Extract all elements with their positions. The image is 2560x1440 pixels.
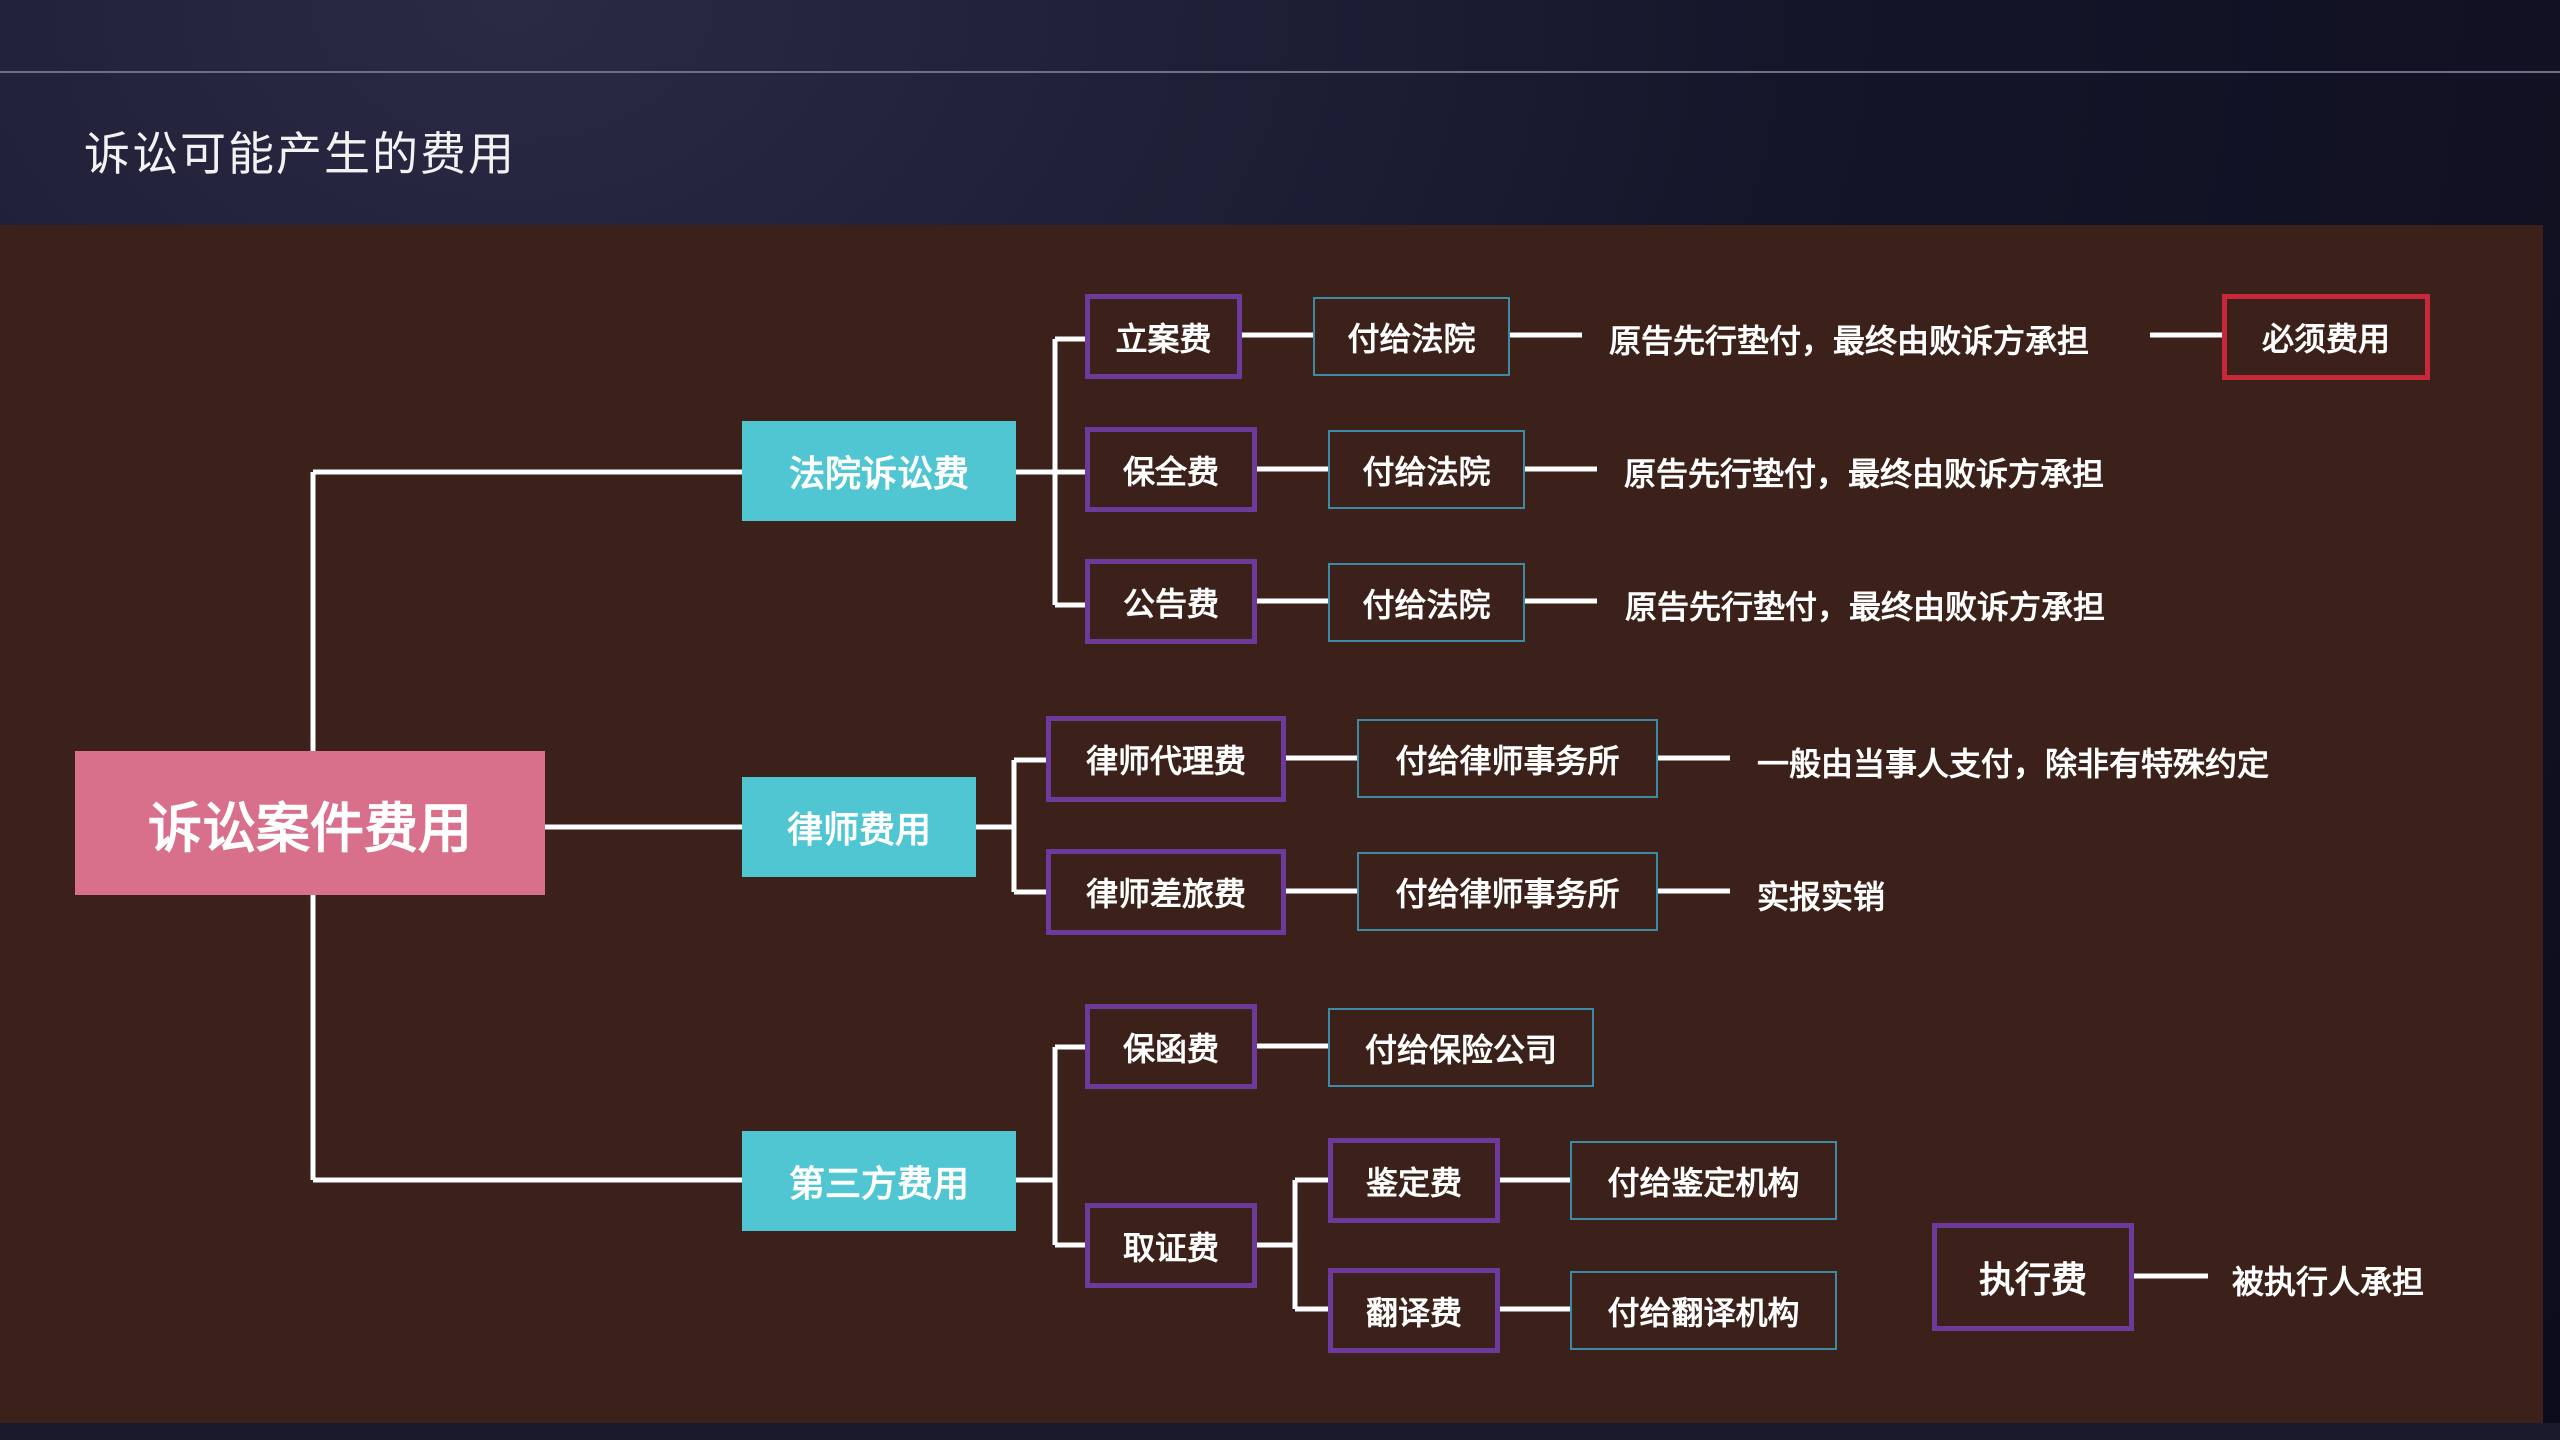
category-court-fees: 法院诉讼费 [742, 421, 1016, 521]
root-node: 诉讼案件费用 [75, 751, 545, 895]
connector-third-bracket [1016, 1044, 1085, 1248]
category-lawyer-fees: 律师费用 [742, 777, 976, 877]
note-execution: 被执行人承担 [2232, 1263, 2425, 1301]
note-announcement: 原告先行垫付，最终由败诉方承担 [1625, 588, 2106, 626]
payee-law-firm-agency: 付给律师事务所 [1357, 719, 1658, 798]
fee-preservation: 保全费 [1085, 427, 1257, 512]
payee-law-firm-travel: 付给律师事务所 [1357, 852, 1658, 931]
page-title: 诉讼可能产生的费用 [84, 127, 516, 181]
payee-translation-agency: 付给翻译机构 [1570, 1271, 1837, 1350]
note-lawyer-agency: 一般由当事人支付，除非有特殊约定 [1757, 745, 2270, 783]
payee-court-filing: 付给法院 [1313, 297, 1510, 376]
fee-lawyer-travel: 律师差旅费 [1046, 849, 1286, 935]
fee-lawyer-agency: 律师代理费 [1046, 716, 1286, 802]
fee-guarantee: 保函费 [1085, 1004, 1257, 1089]
required-fee-badge: 必须费用 [2222, 294, 2430, 380]
fee-appraisal: 鉴定费 [1328, 1138, 1500, 1223]
fee-filing: 立案费 [1085, 294, 1242, 379]
footer-band [0, 1423, 2560, 1440]
connector-evidence-bracket [1257, 1177, 1328, 1312]
note-filing: 原告先行垫付，最终由败诉方承担 [1609, 322, 2090, 360]
header-divider [0, 71, 2560, 73]
fee-evidence: 取证费 [1085, 1203, 1257, 1288]
payee-court-preservation: 付给法院 [1328, 430, 1525, 509]
payee-insurance-company: 付给保险公司 [1328, 1008, 1594, 1087]
payee-court-announcement: 付给法院 [1328, 563, 1525, 642]
fee-execution: 执行费 [1932, 1223, 2134, 1331]
connector-court-bracket [1016, 336, 1085, 608]
connector-lawyer-bracket [976, 757, 1046, 895]
note-lawyer-travel: 实报实销 [1757, 878, 1886, 916]
fee-translation: 翻译费 [1328, 1268, 1500, 1353]
category-third-party-fees: 第三方费用 [742, 1131, 1016, 1231]
note-preservation: 原告先行垫付，最终由败诉方承担 [1624, 455, 2105, 493]
payee-appraisal-agency: 付给鉴定机构 [1570, 1141, 1837, 1220]
fee-announcement: 公告费 [1085, 559, 1257, 644]
